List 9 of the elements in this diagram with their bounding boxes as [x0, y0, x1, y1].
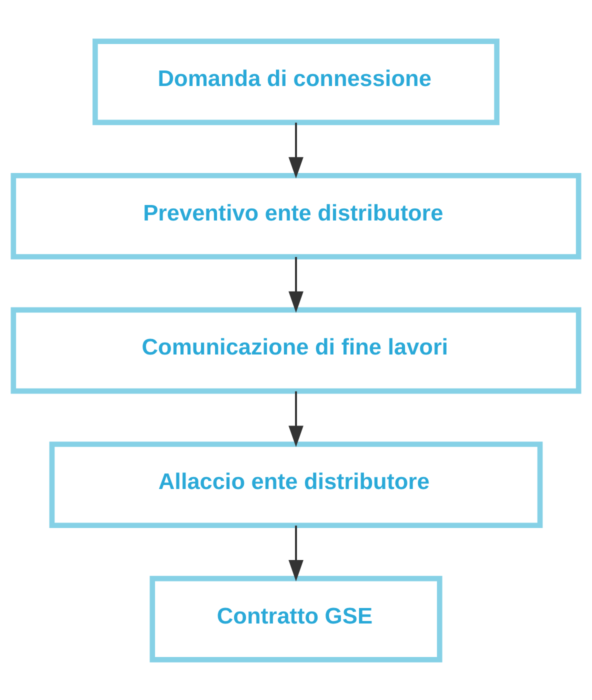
arrow: [288, 256, 304, 312]
arrow: [288, 390, 304, 447]
node-box: Domanda di connessione: [92, 38, 500, 125]
node-box: Contratto GSE: [150, 575, 442, 662]
arrow: [288, 122, 304, 178]
node-box: Comunicazione di fine lavori: [10, 306, 582, 394]
arrow: [288, 525, 304, 581]
node-box: Allaccio ente distributore: [49, 441, 543, 528]
node-box: Preventivo ente distributore: [10, 172, 582, 259]
